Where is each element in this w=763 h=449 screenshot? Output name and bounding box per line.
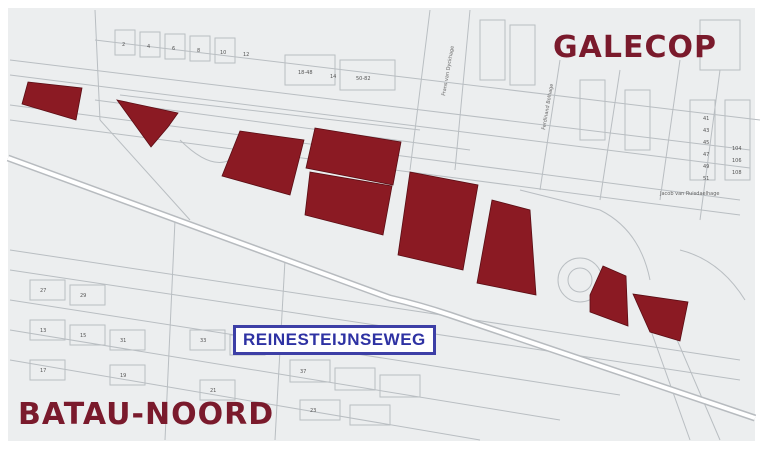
svg-text:18-48: 18-48 [298, 70, 313, 76]
svg-text:27: 27 [40, 288, 46, 294]
svg-text:Jacob van Ruisdaelhage: Jacob van Ruisdaelhage [659, 191, 720, 197]
svg-text:4: 4 [147, 44, 150, 50]
svg-text:106: 106 [732, 158, 742, 164]
svg-text:50-82: 50-82 [356, 76, 371, 82]
lot-5 [304, 171, 393, 236]
svg-text:108: 108 [732, 170, 742, 176]
lot-3 [221, 130, 305, 196]
svg-text:23: 23 [310, 408, 316, 414]
svg-text:15: 15 [80, 333, 86, 339]
lot-4 [305, 127, 402, 186]
lot-6 [397, 171, 479, 271]
svg-text:29: 29 [80, 293, 86, 299]
svg-text:14: 14 [330, 74, 336, 80]
lot-1 [21, 81, 83, 121]
lot-9 [632, 293, 689, 342]
svg-text:47: 47 [703, 152, 709, 158]
road-label-reinesteijnseweg: REINESTEIJNSEWEG [233, 325, 436, 355]
lot-2 [116, 99, 179, 148]
svg-text:10: 10 [220, 50, 226, 56]
svg-text:41: 41 [703, 116, 709, 122]
district-label-batau-noord: BATAU-NOORD [18, 397, 275, 432]
svg-text:12: 12 [243, 52, 249, 58]
svg-text:43: 43 [703, 128, 709, 134]
development-lots [21, 81, 689, 342]
svg-text:104: 104 [732, 146, 742, 152]
svg-text:6: 6 [172, 46, 175, 52]
svg-text:37: 37 [300, 369, 306, 375]
svg-text:21: 21 [210, 388, 216, 394]
svg-text:2: 2 [122, 42, 125, 48]
svg-text:31: 31 [120, 338, 126, 344]
svg-text:17: 17 [40, 368, 46, 374]
svg-text:51: 51 [703, 176, 709, 182]
svg-text:45: 45 [703, 140, 709, 146]
svg-text:49: 49 [703, 164, 709, 170]
svg-text:8: 8 [197, 48, 200, 54]
svg-text:13: 13 [40, 328, 46, 334]
svg-text:19: 19 [120, 373, 126, 379]
svg-text:33: 33 [200, 338, 206, 344]
district-label-galecop: GALECOP [553, 30, 717, 65]
lot-7 [476, 199, 537, 296]
lot-8 [589, 265, 629, 327]
